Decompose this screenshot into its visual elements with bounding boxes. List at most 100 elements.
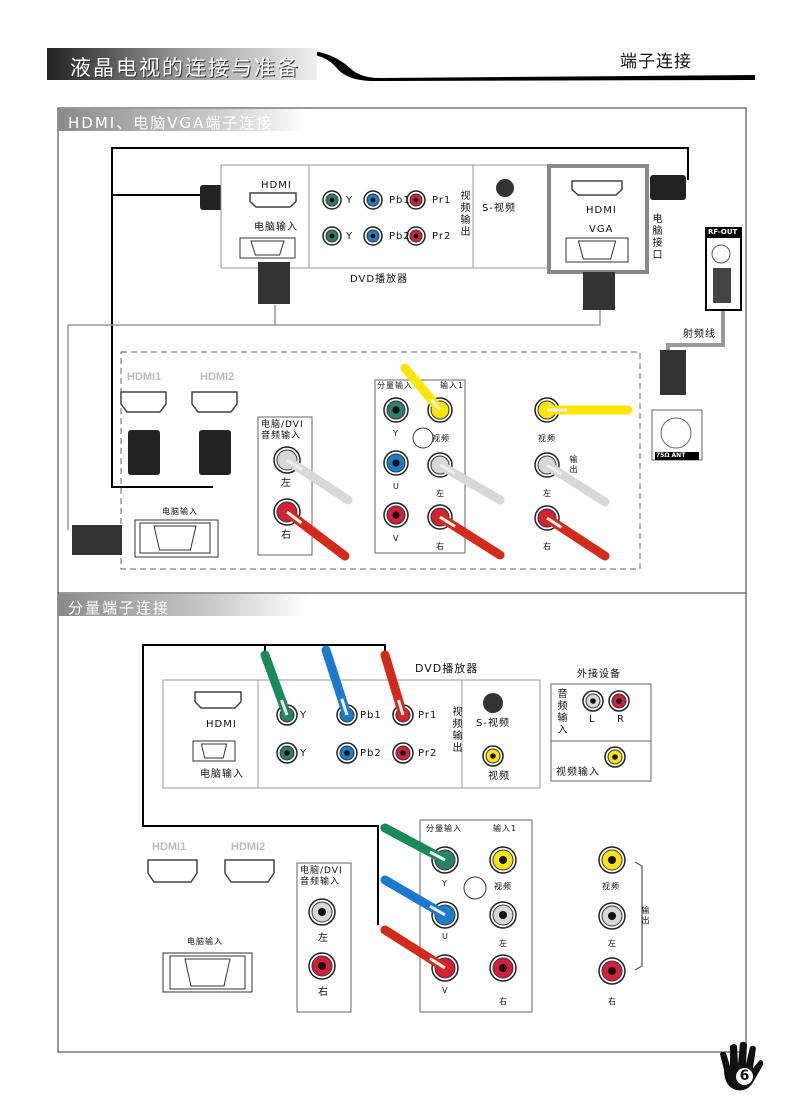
label: 电脑输入 (200, 769, 244, 780)
vga-port-shell (184, 958, 231, 987)
label: 分量输入 (377, 381, 413, 390)
label: 75Ω ANT (656, 452, 686, 459)
pc-audio-box (257, 416, 313, 556)
label: L (589, 714, 596, 725)
vga-plug-tv (72, 525, 122, 555)
label: Y (300, 710, 308, 721)
rca-plug-pin (429, 850, 446, 862)
rca-plug-pin (286, 458, 304, 472)
rf-plug (713, 268, 731, 303)
output-bracket (634, 861, 643, 971)
label: Y (300, 748, 308, 759)
label: 电脑/DVI音频输入 (300, 866, 343, 887)
rca-jack-hole (370, 197, 376, 203)
label: Pr1 (432, 195, 452, 206)
label: 视频 (602, 882, 620, 891)
hdmi-cable (111, 147, 689, 196)
rca-jack-hole (590, 698, 596, 704)
rca-jack-hole (608, 967, 616, 975)
rca-jack-hole (413, 233, 419, 239)
vga-cable-pc (275, 310, 601, 326)
label: 电脑输入 (254, 222, 298, 233)
hand-icon: 6 (716, 1040, 766, 1094)
label: 输入1 (493, 824, 518, 833)
hdmi-port (571, 180, 623, 196)
label: HDMI (261, 180, 292, 191)
label: R (617, 714, 625, 725)
label: V (393, 534, 400, 543)
hdmi-port (249, 192, 297, 208)
label: 视频输出 (450, 706, 461, 754)
header-section: 端子连接 (620, 52, 692, 72)
label: HDMI (586, 205, 617, 216)
rca-jack-hole (616, 698, 622, 704)
svideo-port (483, 693, 503, 713)
label: HDMI1 (152, 841, 187, 853)
label: S-视频 (482, 203, 516, 214)
hdmi2-plug (199, 430, 231, 475)
label: 输入1 (440, 381, 465, 390)
label: HDMI (206, 719, 237, 730)
label: 右 (436, 542, 445, 551)
page-number: 6 (736, 1068, 753, 1085)
vga-port-shell (577, 240, 617, 260)
label: 右 (543, 542, 552, 551)
rca-plug-pin (280, 699, 289, 716)
label: HDMI2 (200, 371, 235, 383)
label: Pr2 (432, 231, 452, 242)
component-cable (142, 644, 379, 925)
label: Y (442, 879, 448, 888)
rca-plug-pin (546, 516, 563, 529)
pc-audio-box-2 (296, 862, 352, 1013)
rca-jack-hole (318, 962, 326, 970)
hdmi-port (120, 391, 167, 413)
rca-plug-pin (286, 510, 303, 525)
rca-jack-hole (284, 750, 290, 756)
label: Pr2 (418, 748, 438, 759)
hdmi-port (191, 391, 238, 413)
vga-port-shell (200, 743, 228, 759)
label: 左 (318, 933, 329, 944)
section1-banner (58, 109, 308, 131)
section2-title: 分量端子连接 (68, 599, 171, 617)
label: HDMI2 (231, 841, 266, 853)
rca-jack-hole (499, 964, 507, 972)
label: U (442, 932, 449, 941)
label: 视频 (432, 434, 450, 443)
label: 视频 (488, 771, 510, 782)
label: 视频输入 (556, 767, 600, 778)
header-rule (300, 50, 755, 81)
label: 右 (281, 530, 292, 541)
label: 右 (608, 997, 617, 1006)
rca-plug-pin (439, 515, 456, 528)
label: 左 (499, 939, 508, 948)
section-frame (57, 107, 747, 1053)
rca-plug-pin (439, 463, 456, 476)
rca-plug-pin (429, 957, 446, 970)
label: 视频 (494, 882, 512, 891)
label: Pb1 (360, 710, 382, 721)
rca-jack-hole (392, 511, 400, 519)
hdmi-port (147, 859, 198, 883)
dvd-label: DVD播放器 (350, 274, 409, 285)
vga-port-shell (250, 240, 285, 256)
rca-jack-hole (318, 908, 326, 916)
label: Y (346, 195, 354, 206)
rca-jack-hole (370, 233, 376, 239)
label: 左 (608, 939, 617, 948)
rca-plug-pin (397, 699, 405, 716)
label: 右 (499, 997, 508, 1006)
rca-jack-hole (400, 750, 406, 756)
vga-port-shell (153, 525, 197, 551)
label: 左 (543, 489, 552, 498)
label: VGA (589, 224, 614, 235)
hdmi-port (194, 691, 242, 709)
label: Y (393, 429, 399, 438)
label: 外接设备 (577, 669, 621, 680)
sensor-circle (412, 427, 434, 449)
label: RF-OUT (708, 228, 738, 236)
label: 视频 (538, 434, 556, 443)
label: 电脑/DVI音频输入 (261, 420, 304, 441)
